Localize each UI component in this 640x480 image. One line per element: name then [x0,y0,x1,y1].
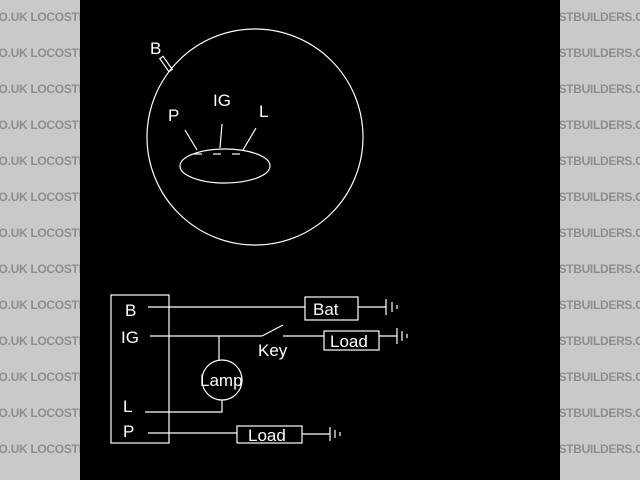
watermark-text: LOCOSTBUILDERS.CO.UK LOCOSTBUILDERS.CO.U… [560,154,640,168]
watermark-text: LOCOSTBUILDERS.CO.UK LOCOSTBUILDERS.CO.U… [560,10,640,24]
watermark-text: LOCOSTBUILDERS.CO.UK LOCOSTBUILDERS.CO.U… [560,226,640,240]
b-terminal-tab [158,55,174,73]
watermark-text: LOCOSTBUILDERS.CO.UK LOCOSTBUILDERS.CO.U… [0,298,80,312]
watermark-text: LOCOSTBUILDERS.CO.UK LOCOSTBUILDERS.CO.U… [560,478,640,480]
ig-leader [219,123,223,149]
alternator-body [146,28,364,246]
key-label: Key [258,341,288,360]
ig-load-box [323,330,380,351]
key-switch [261,324,284,337]
terminal-ig: IG [121,328,139,347]
schematic: B IG L P Bat Key Load Lamp [110,294,408,445]
label-l: L [259,102,268,121]
ground-icon [385,299,398,315]
battery-label: Bat [313,300,339,319]
watermark-text: LOCOSTBUILDERS.CO.UK LOCOSTBUILDERS.CO.U… [0,82,80,96]
watermark-panel-right: LOCOSTBUILDERS.CO.UK LOCOSTBUILDERS.CO.U… [560,0,640,480]
terminal-p: P [123,422,134,441]
alternator-terminal-block [110,294,170,444]
p-load-label: Load [248,426,286,445]
watermark-text: LOCOSTBUILDERS.CO.UK LOCOSTBUILDERS.CO.U… [560,298,640,312]
watermark-text: LOCOSTBUILDERS.CO.UK LOCOSTBUILDERS.CO.U… [0,10,80,24]
watermark-panel-left: LOCOSTBUILDERS.CO.UK LOCOSTBUILDERS.CO.U… [0,0,80,480]
top-view: B P IG L [146,28,364,246]
lamp-label: Lamp [200,371,243,390]
terminal-l: L [123,397,132,416]
watermark-text: LOCOSTBUILDERS.CO.UK LOCOSTBUILDERS.CO.U… [560,190,640,204]
label-p: P [168,106,179,125]
terminal-b: B [125,301,136,320]
watermark-text: LOCOSTBUILDERS.CO.UK LOCOSTBUILDERS.CO.U… [560,46,640,60]
watermark-text: LOCOSTBUILDERS.CO.UK LOCOSTBUILDERS.CO.U… [0,118,80,132]
watermark-text: LOCOSTBUILDERS.CO.UK LOCOSTBUILDERS.CO.U… [560,262,640,276]
label-ig: IG [213,91,231,110]
watermark-text: LOCOSTBUILDERS.CO.UK LOCOSTBUILDERS.CO.U… [0,478,80,480]
ig-load-label: Load [330,332,368,351]
l-leader [242,127,257,151]
watermark-text: LOCOSTBUILDERS.CO.UK LOCOSTBUILDERS.CO.U… [0,334,80,348]
watermark-text: LOCOSTBUILDERS.CO.UK LOCOSTBUILDERS.CO.U… [560,334,640,348]
ground-icon [396,328,408,344]
watermark-text: LOCOSTBUILDERS.CO.UK LOCOSTBUILDERS.CO.U… [0,370,80,384]
connector-plug [179,148,271,184]
watermark-text: LOCOSTBUILDERS.CO.UK LOCOSTBUILDERS.CO.U… [560,118,640,132]
watermark-text: LOCOSTBUILDERS.CO.UK LOCOSTBUILDERS.CO.U… [0,442,80,456]
watermark-text: LOCOSTBUILDERS.CO.UK LOCOSTBUILDERS.CO.U… [0,406,80,420]
watermark-text: LOCOSTBUILDERS.CO.UK LOCOSTBUILDERS.CO.U… [0,190,80,204]
watermark-text: LOCOSTBUILDERS.CO.UK LOCOSTBUILDERS.CO.U… [0,226,80,240]
watermark-text: LOCOSTBUILDERS.CO.UK LOCOSTBUILDERS.CO.U… [560,370,640,384]
watermark-text: LOCOSTBUILDERS.CO.UK LOCOSTBUILDERS.CO.U… [0,46,80,60]
p-leader [184,129,198,151]
wire-lamp-l [145,400,223,413]
watermark-text: LOCOSTBUILDERS.CO.UK LOCOSTBUILDERS.CO.U… [0,154,80,168]
watermark-text: LOCOSTBUILDERS.CO.UK LOCOSTBUILDERS.CO.U… [560,442,640,456]
watermark-text: LOCOSTBUILDERS.CO.UK LOCOSTBUILDERS.CO.U… [560,406,640,420]
watermark-text: LOCOSTBUILDERS.CO.UK LOCOSTBUILDERS.CO.U… [0,262,80,276]
battery-box [304,296,359,321]
ground-icon [329,427,341,441]
label-b: B [150,39,161,58]
watermark-text: LOCOSTBUILDERS.CO.UK LOCOSTBUILDERS.CO.U… [560,82,640,96]
